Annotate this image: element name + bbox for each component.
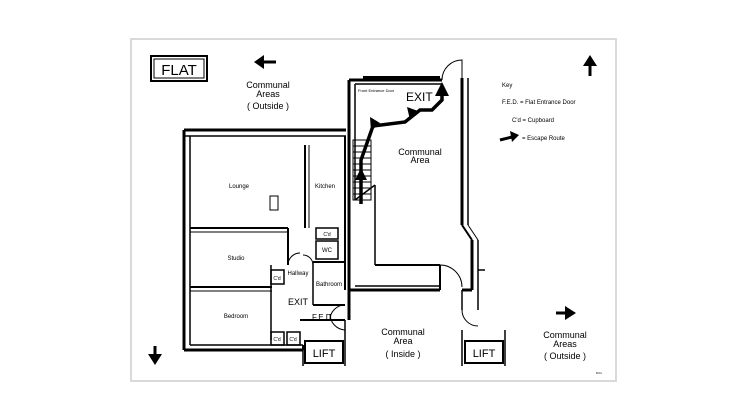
lift-right: LIFT [464, 340, 504, 364]
fireplace [269, 195, 279, 211]
svg-text:Area: Area [410, 155, 429, 165]
svg-text:( Outside ): ( Outside ) [247, 101, 289, 111]
key-escape: = Escape Route [522, 136, 566, 142]
svg-text:Communal: Communal [381, 327, 425, 337]
key-title: Key [502, 83, 512, 89]
flat-title-box: FLAT [150, 55, 208, 82]
svg-text:Communal: Communal [398, 147, 442, 157]
arrow-right-icon [556, 306, 576, 320]
exit-main-label: EXIT [406, 90, 433, 104]
svg-text:( Inside ): ( Inside ) [385, 349, 420, 359]
cupboard-label: C'd [273, 337, 281, 343]
svg-text:Areas: Areas [256, 89, 280, 99]
cupboard-label: C'd [323, 232, 331, 238]
cupboard-label: C'd [289, 337, 297, 343]
svg-text:LIFT: LIFT [313, 348, 336, 360]
svg-text:LIFT: LIFT [473, 348, 496, 360]
svg-text:Area: Area [393, 336, 412, 346]
cupboard-label: C'd [273, 276, 281, 282]
communal-outside-top-label: Communal Areas ( Outside ) [246, 80, 290, 111]
room-kitchen: Kitchen [315, 184, 335, 190]
room-bathroom: Bathroom [316, 282, 342, 288]
door-swings [287, 59, 479, 331]
room-bedroom: Bedroom [224, 314, 248, 320]
svg-text:Areas: Areas [553, 339, 577, 349]
exit-flat-label: EXIT [288, 297, 309, 307]
lift-left: LIFT [304, 340, 344, 364]
communal-inside-label: Communal Area ( Inside ) [381, 327, 425, 359]
escape-route-arrow-icon [499, 131, 519, 142]
arrow-down-icon [148, 346, 162, 365]
footer-code: Drht [596, 371, 602, 375]
fed-label: F.E.D. [312, 313, 334, 322]
key-fed: F.E.D. = Flat Entrance Door [502, 100, 576, 106]
svg-text:( Outside ): ( Outside ) [544, 351, 586, 361]
front-entrance-door-label: Front Entrance Door [358, 88, 395, 93]
arrow-left-icon [254, 55, 276, 69]
room-hallway: Hallway [287, 271, 308, 277]
escape-route [355, 82, 449, 204]
arrow-up-icon [583, 55, 597, 76]
legend-key: Key F.E.D. = Flat Entrance Door C'd = Cu… [499, 83, 576, 142]
flat-title: FLAT [161, 62, 197, 79]
svg-text:Communal: Communal [246, 80, 290, 90]
key-cd: C'd = Cupboard [512, 118, 554, 124]
room-wc: WC [322, 248, 333, 254]
communal-outside-bottom-label: Communal Areas ( Outside ) [543, 330, 587, 361]
room-studio: Studio [227, 256, 245, 262]
building-walls [182, 76, 506, 366]
communal-area-label: Communal Area [398, 147, 442, 165]
plan-frame [130, 38, 617, 382]
room-lounge: Lounge [229, 184, 250, 190]
svg-text:Communal: Communal [543, 330, 587, 340]
